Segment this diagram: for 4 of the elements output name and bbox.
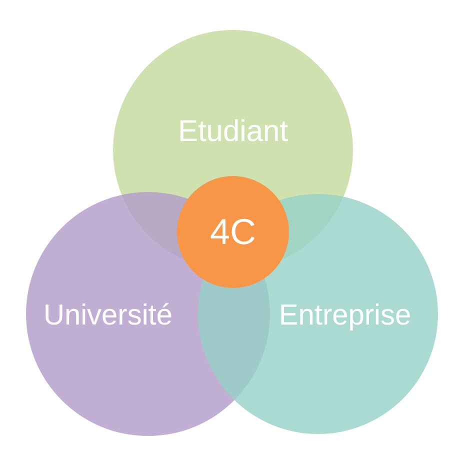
circle-label: 4C [210,211,256,253]
circle-label: Université [44,300,172,332]
circle-label: Etudiant [178,115,288,149]
circle-label: Entreprise [278,300,412,332]
